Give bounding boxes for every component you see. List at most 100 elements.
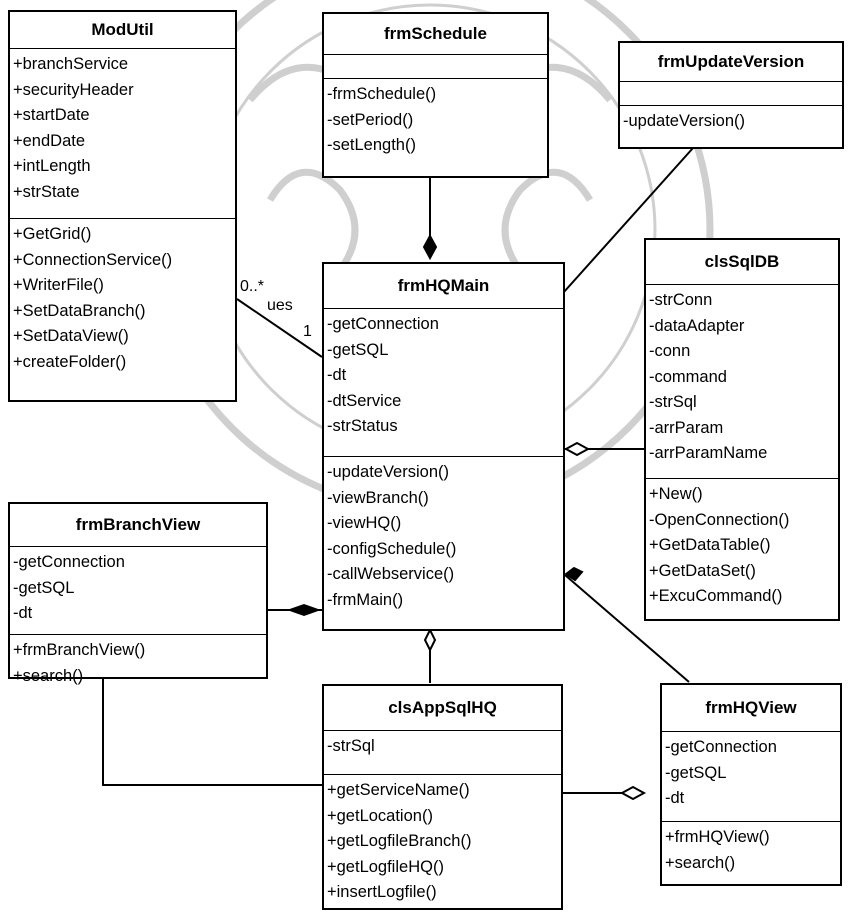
attribute: +intLength <box>13 157 91 175</box>
operation: +insertLogfile() <box>327 883 437 901</box>
operation: +frmBranchView() <box>13 641 146 659</box>
class-clssqldb-attributes: -strConn -dataAdapter -conn -command -st… <box>646 285 838 479</box>
attribute: -arrParamName <box>649 444 768 462</box>
operation: -viewHQ() <box>327 514 402 532</box>
attribute: -getSQL <box>327 340 389 359</box>
class-clsappsqlhq-name: clsAppSqlHQ <box>324 686 561 731</box>
operation: -frmSchedule() <box>327 85 437 103</box>
attribute: -arrParam <box>649 418 724 437</box>
class-modutil-attributes: +branchService +securityHeader +startDat… <box>10 49 235 219</box>
operation: +search() <box>13 666 84 685</box>
attribute: +startDate <box>13 106 90 124</box>
attribute: +branchService <box>13 55 129 73</box>
class-frmupdateversion-attributes <box>620 82 842 106</box>
class-frmhqview-attributes: -getConnection -getSQL -dt <box>662 732 840 822</box>
attribute: -strSql <box>649 393 697 411</box>
composition-frmhqmain-frmhqview <box>564 574 690 683</box>
operation: +getServiceName() <box>327 781 470 799</box>
operation: -updateVersion() <box>327 463 449 481</box>
attribute: -dt <box>13 604 33 622</box>
composition-frmupdateversion-frmhqmain <box>554 147 694 303</box>
attribute: -getConnection <box>13 553 125 571</box>
class-frmhqview-name: frmHQView <box>662 685 840 732</box>
class-frmupdateversion-operations: -updateVersion() <box>620 106 842 137</box>
operation: +ConnectionService() <box>13 250 173 269</box>
seal-right-flourish <box>501 168 594 273</box>
attribute: -getConnection <box>665 738 777 756</box>
operation: +GetDataSet() <box>649 561 756 580</box>
aggregation-clsappsqlhq-frmbranchview <box>102 678 322 786</box>
attribute: +strState <box>13 182 80 201</box>
operation: -callWebservice() <box>327 565 455 583</box>
attribute: +securityHeader <box>13 80 134 99</box>
class-clssqldb[interactable]: clsSqlDB -strConn -dataAdapter -conn -co… <box>644 238 840 621</box>
attribute: -command <box>649 367 727 386</box>
class-frmhqview-operations: +frmHQView() +search() <box>662 822 840 878</box>
operation: +SetDataView() <box>13 327 129 345</box>
association-name: ues <box>267 297 293 314</box>
attribute: -dtService <box>327 391 402 410</box>
diamond-clssqldb-end <box>563 441 591 457</box>
attribute: -strConn <box>649 291 713 309</box>
operation: +GetGrid() <box>13 225 92 243</box>
diamond-clsappsqlhq-frmhqmain-end <box>423 627 437 653</box>
attribute: +endDate <box>13 131 86 150</box>
operation: +frmHQView() <box>665 828 770 846</box>
class-frmschedule[interactable]: frmSchedule -frmSchedule() -setPeriod() … <box>322 12 549 178</box>
operation: +GetDataTable() <box>649 536 771 554</box>
attribute: -dt <box>327 366 347 384</box>
operation: +WriterFile() <box>13 276 104 294</box>
attribute: -conn <box>649 342 691 360</box>
attribute: -strStatus <box>327 417 398 435</box>
class-clsappsqlhq-attributes: -strSql <box>324 731 561 775</box>
operation: -setPeriod() <box>327 110 414 129</box>
class-modutil-operations: +GetGrid() +ConnectionService() +WriterF… <box>10 219 235 377</box>
operation: -updateVersion() <box>623 112 745 130</box>
diamond-frmhqview-end <box>564 566 584 582</box>
operation: -configSchedule() <box>327 539 457 558</box>
class-clsappsqlhq[interactable]: clsAppSqlHQ -strSql +getServiceName() +g… <box>322 684 563 910</box>
attribute: -getSQL <box>13 578 75 597</box>
operation: -OpenConnection() <box>649 510 790 529</box>
class-frmhqview[interactable]: frmHQView -getConnection -getSQL -dt +fr… <box>660 683 842 886</box>
class-frmupdateversion[interactable]: frmUpdateVersion -updateVersion() <box>618 41 844 149</box>
attribute: -getSQL <box>665 763 727 782</box>
class-clsappsqlhq-operations: +getServiceName() +getLocation() +getLog… <box>324 775 561 908</box>
operation: +getLocation() <box>327 806 433 825</box>
seal-left-flourish <box>266 168 359 273</box>
attribute: -strSql <box>327 737 375 755</box>
operation: +SetDataBranch() <box>13 301 146 320</box>
attribute: -dt <box>665 789 685 807</box>
class-frmschedule-name: frmSchedule <box>324 14 547 55</box>
association-multiplicity-modutil: 0..* <box>240 278 265 295</box>
attribute: -getConnection <box>327 315 439 333</box>
class-modutil-name: ModUtil <box>10 12 235 49</box>
class-frmschedule-operations: -frmSchedule() -setPeriod() -setLength() <box>324 79 547 161</box>
operation: -viewBranch() <box>327 488 429 507</box>
operation: +getLogfileBranch() <box>327 832 472 850</box>
operation: -setLength() <box>327 136 416 154</box>
operation: +getLogfileHQ() <box>327 857 444 876</box>
class-frmhqmain-operations: -updateVersion() -viewBranch() -viewHQ()… <box>324 457 563 615</box>
class-frmbranchview[interactable]: frmBranchView -getConnection -getSQL -dt… <box>8 502 268 685</box>
diamond-clsappsqlhq-frmhqview-end <box>619 785 647 801</box>
class-frmbranchview-operations: +frmBranchView() +search() <box>10 635 266 691</box>
diamond-frmbranchview-end <box>287 603 321 617</box>
class-clssqldb-name: clsSqlDB <box>646 240 838 285</box>
class-frmschedule-attributes <box>324 55 547 79</box>
attribute: -dataAdapter <box>649 316 745 335</box>
operation: +New() <box>649 485 703 503</box>
association-modutil-frmhqmain <box>236 298 323 358</box>
operation: +createFolder() <box>13 352 127 371</box>
diamond-frmschedule-end <box>422 233 438 261</box>
class-frmbranchview-attributes: -getConnection -getSQL -dt <box>10 547 266 635</box>
class-modutil[interactable]: ModUtil +branchService +securityHeader +… <box>8 10 237 402</box>
operation: -frmMain() <box>327 590 404 609</box>
class-frmupdateversion-name: frmUpdateVersion <box>620 43 842 82</box>
class-frmhqmain[interactable]: frmHQMain -getConnection -getSQL -dt -dt… <box>322 262 565 631</box>
class-frmhqmain-name: frmHQMain <box>324 264 563 309</box>
class-frmbranchview-name: frmBranchView <box>10 504 266 547</box>
association-multiplicity-frmhqmain: 1 <box>303 323 312 340</box>
class-clssqldb-operations: +New() -OpenConnection() +GetDataTable()… <box>646 479 838 612</box>
operation: +search() <box>665 853 736 872</box>
